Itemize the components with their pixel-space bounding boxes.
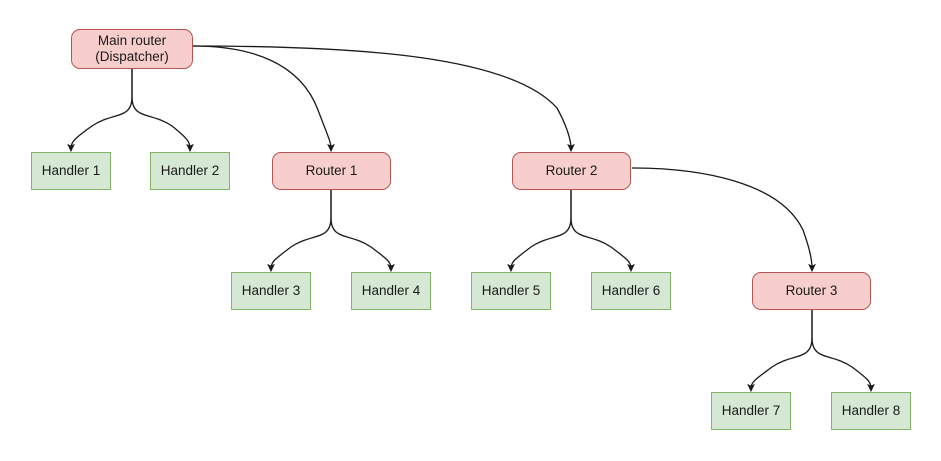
- edge-main-handler2: [131, 69, 194, 153]
- node-label-handler8: Handler 8: [841, 403, 901, 418]
- edge-router2-handler6: [570, 190, 635, 273]
- edge-main-handler1: [67, 69, 133, 153]
- node-handler8[interactable]: Handler 8: [831, 392, 911, 430]
- node-label-router2: Router 2: [545, 163, 598, 178]
- edge-router1-handler4: [330, 190, 395, 273]
- edge-router3-handler7: [747, 310, 813, 393]
- edge-main-router1: [192, 45, 335, 153]
- node-label-handler6: Handler 6: [601, 283, 661, 298]
- node-router3[interactable]: Router 3: [752, 272, 871, 310]
- edge-router2-router3: [631, 167, 816, 273]
- node-handler4[interactable]: Handler 4: [351, 272, 431, 310]
- node-label-handler3: Handler 3: [241, 283, 301, 298]
- node-handler1[interactable]: Handler 1: [31, 152, 111, 190]
- node-handler5[interactable]: Handler 5: [471, 272, 551, 310]
- node-label-handler5: Handler 5: [481, 283, 541, 298]
- node-handler3[interactable]: Handler 3: [231, 272, 311, 310]
- edge-router1-handler3: [267, 190, 332, 273]
- node-label-handler7: Handler 7: [721, 403, 781, 418]
- node-label-handler4: Handler 4: [361, 283, 421, 298]
- edge-router2-handler5: [507, 190, 572, 273]
- node-label-handler2: Handler 2: [160, 163, 220, 178]
- node-main_router[interactable]: Main router (Dispatcher): [71, 29, 193, 69]
- edge-main-router2: [192, 45, 575, 153]
- edge-router3-handler8: [811, 310, 875, 393]
- node-label-router3: Router 3: [785, 283, 838, 298]
- node-router2[interactable]: Router 2: [512, 152, 631, 190]
- node-handler7[interactable]: Handler 7: [711, 392, 791, 430]
- node-label-router1: Router 1: [305, 163, 358, 178]
- node-label-handler1: Handler 1: [41, 163, 101, 178]
- node-label-main_router: Main router (Dispatcher): [95, 33, 169, 64]
- node-handler6[interactable]: Handler 6: [591, 272, 671, 310]
- node-router1[interactable]: Router 1: [272, 152, 391, 190]
- node-handler2[interactable]: Handler 2: [150, 152, 230, 190]
